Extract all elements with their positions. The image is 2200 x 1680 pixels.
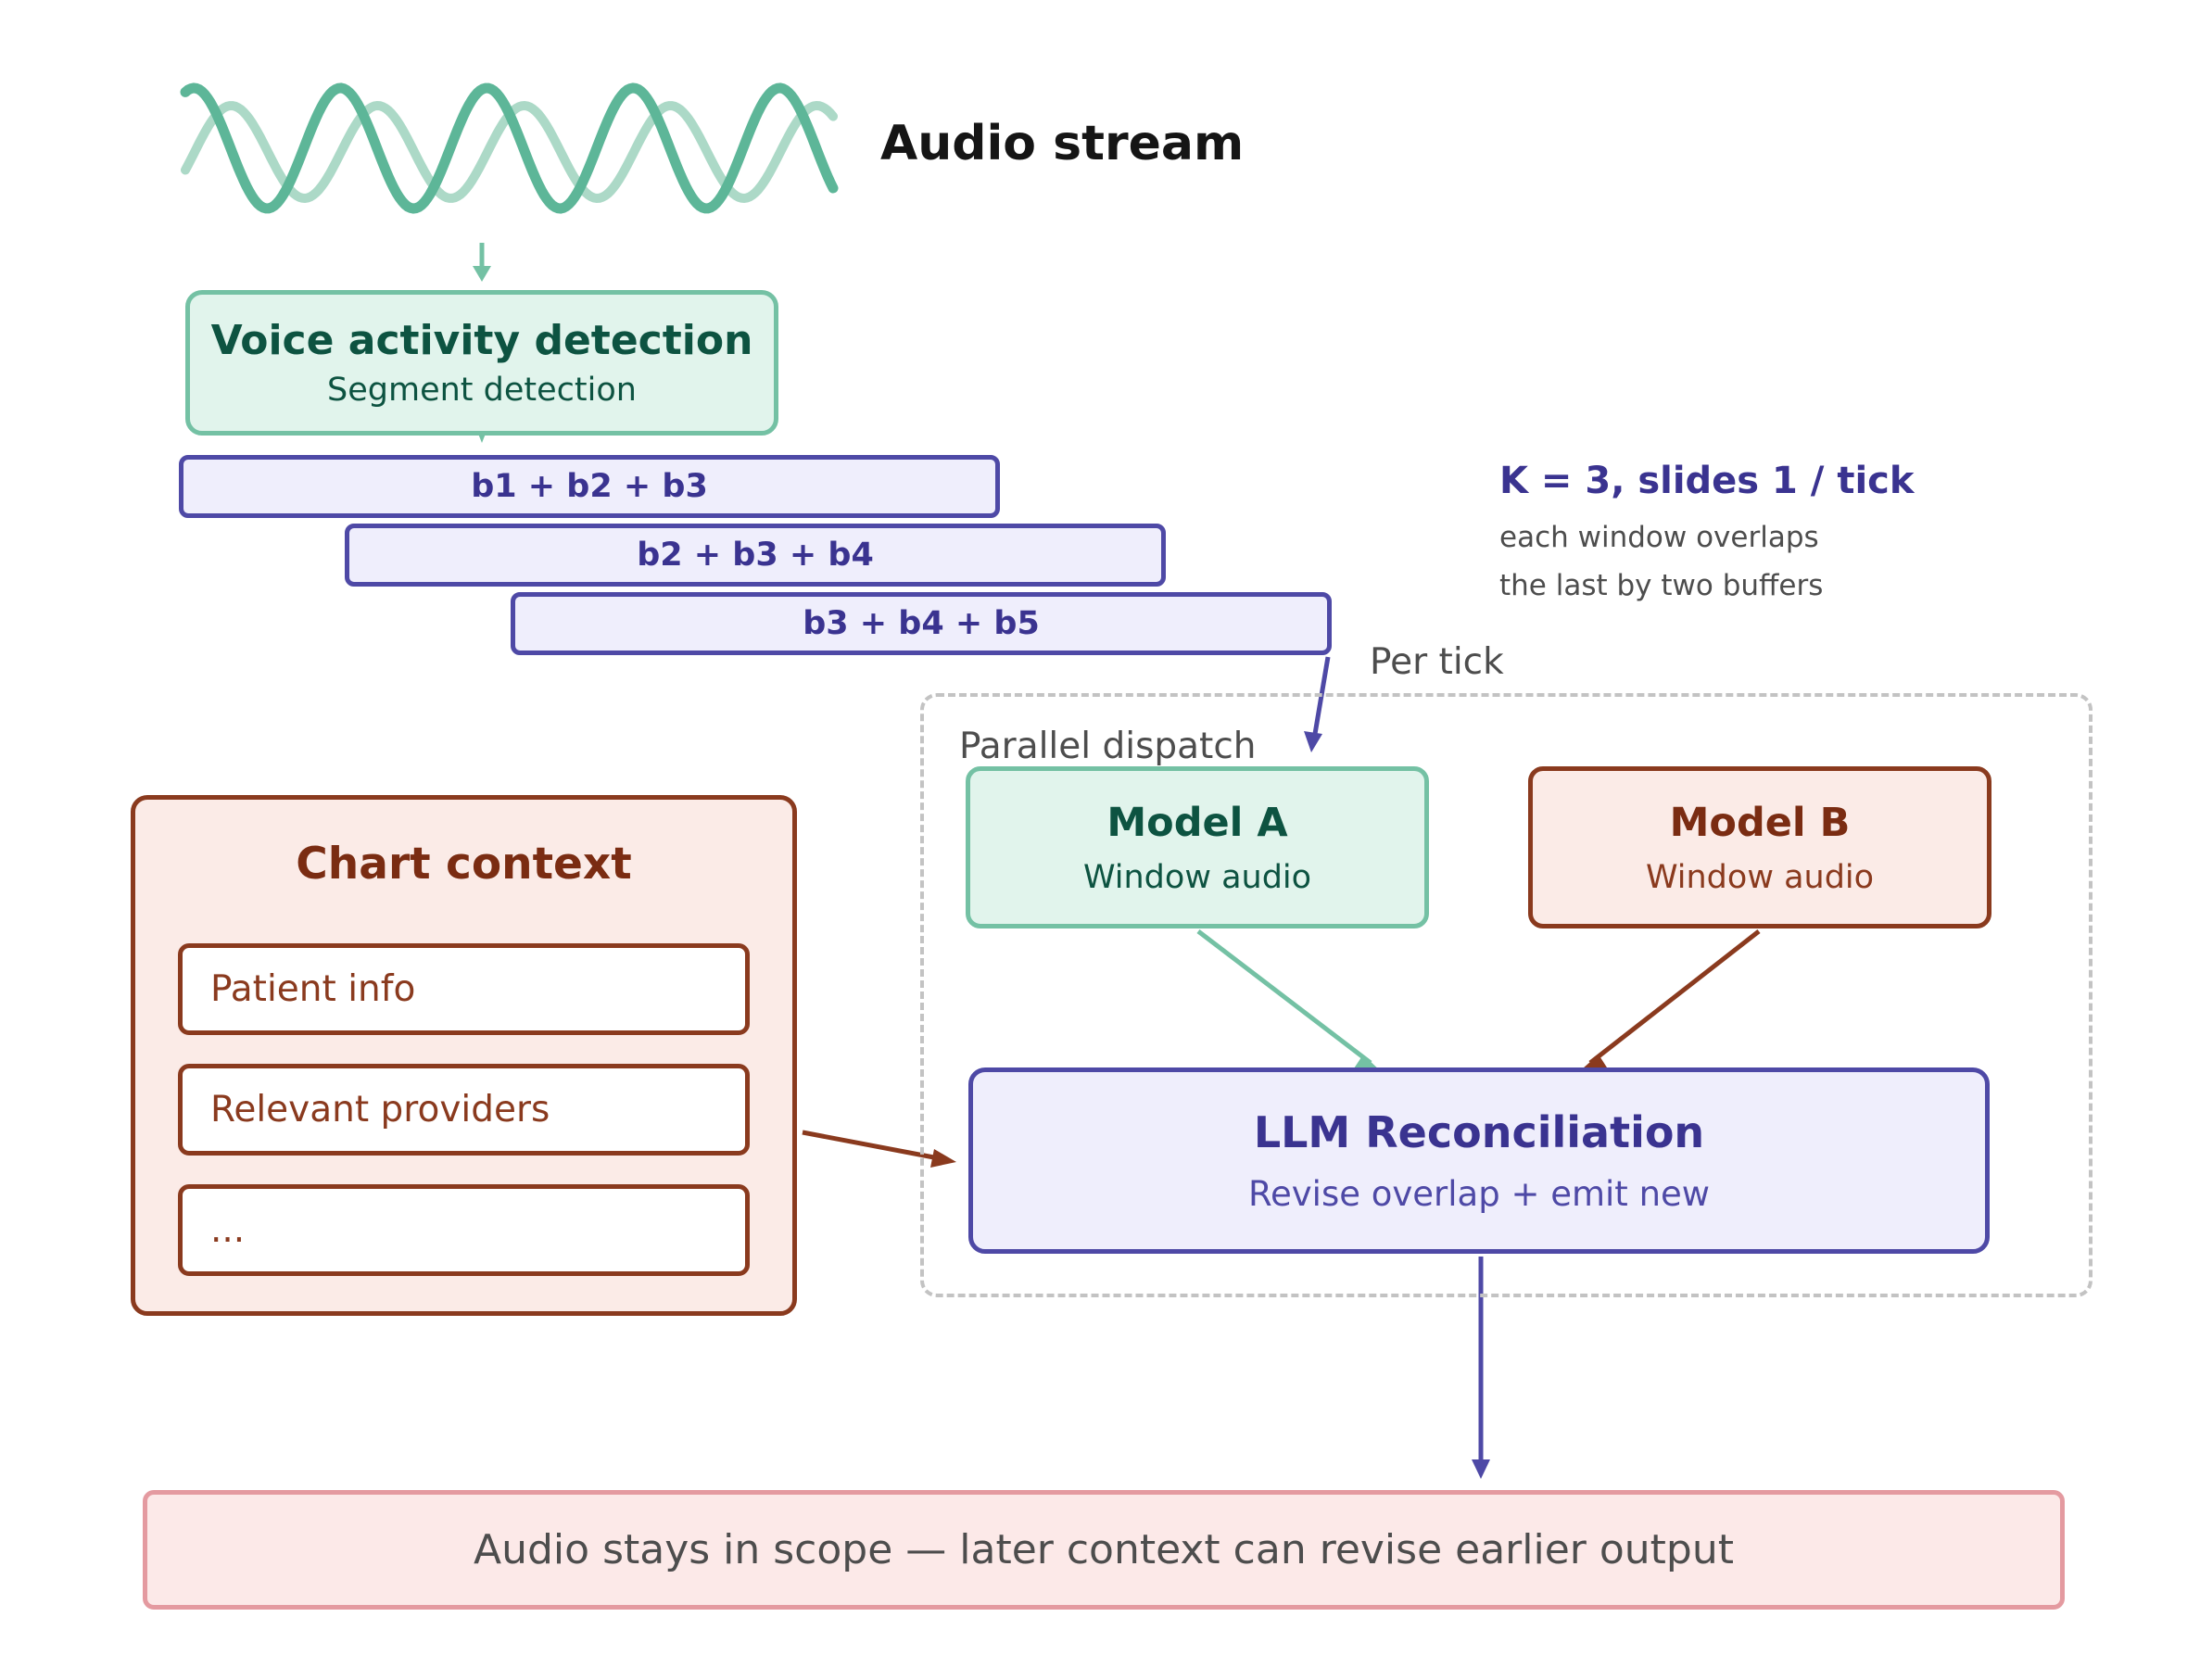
parallel-dispatch-label: Parallel dispatch — [959, 726, 1257, 767]
footer-note: Audio stays in scope — later context can… — [143, 1490, 2065, 1610]
model-b-box: Model B Window audio — [1528, 766, 1991, 928]
per-tick-label: Per tick — [1370, 641, 1504, 683]
window-3: b3 + b4 + b5 — [511, 592, 1332, 655]
chart-context-item-patient-info: Patient info — [178, 943, 750, 1035]
window-1: b1 + b2 + b3 — [179, 455, 1000, 518]
audio-stream-title: Audio stream — [880, 116, 1245, 171]
window-config-line-2: the last by two buffers — [1499, 569, 1824, 602]
model-b-title: Model B — [1669, 799, 1851, 846]
arrow-audio-to-vad — [473, 243, 491, 282]
model-a-box: Model A Window audio — [966, 766, 1429, 928]
audio-waveform-icon — [180, 82, 839, 214]
window-2: b2 + b3 + b4 — [345, 524, 1166, 587]
vad-title: Voice activity detection — [210, 317, 753, 364]
model-a-subtitle: Window audio — [1082, 858, 1312, 896]
window-config-line-1: each window overlaps — [1499, 521, 1819, 554]
arrow-llm-to-footer — [1472, 1257, 1490, 1479]
vad-box: Voice activity detection Segment detecti… — [185, 290, 778, 436]
llm-title: LLM Reconciliation — [1253, 1107, 1705, 1157]
chart-context-item-more: ... — [178, 1184, 750, 1276]
llm-subtitle: Revise overlap + emit new — [1247, 1174, 1711, 1214]
llm-reconciliation-box: LLM Reconciliation Revise overlap + emit… — [968, 1067, 1990, 1254]
chart-context-item-relevant-providers: Relevant providers — [178, 1064, 750, 1156]
parallel-dispatch-group — [920, 693, 2093, 1297]
window-config-title: K = 3, slides 1 / tick — [1499, 460, 1915, 502]
model-b-subtitle: Window audio — [1645, 858, 1875, 896]
chart-context-title: Chart context — [296, 839, 632, 890]
model-a-title: Model A — [1106, 799, 1288, 846]
vad-subtitle: Segment detection — [327, 372, 637, 409]
arrow-chart-context-to-llm — [802, 1130, 956, 1168]
